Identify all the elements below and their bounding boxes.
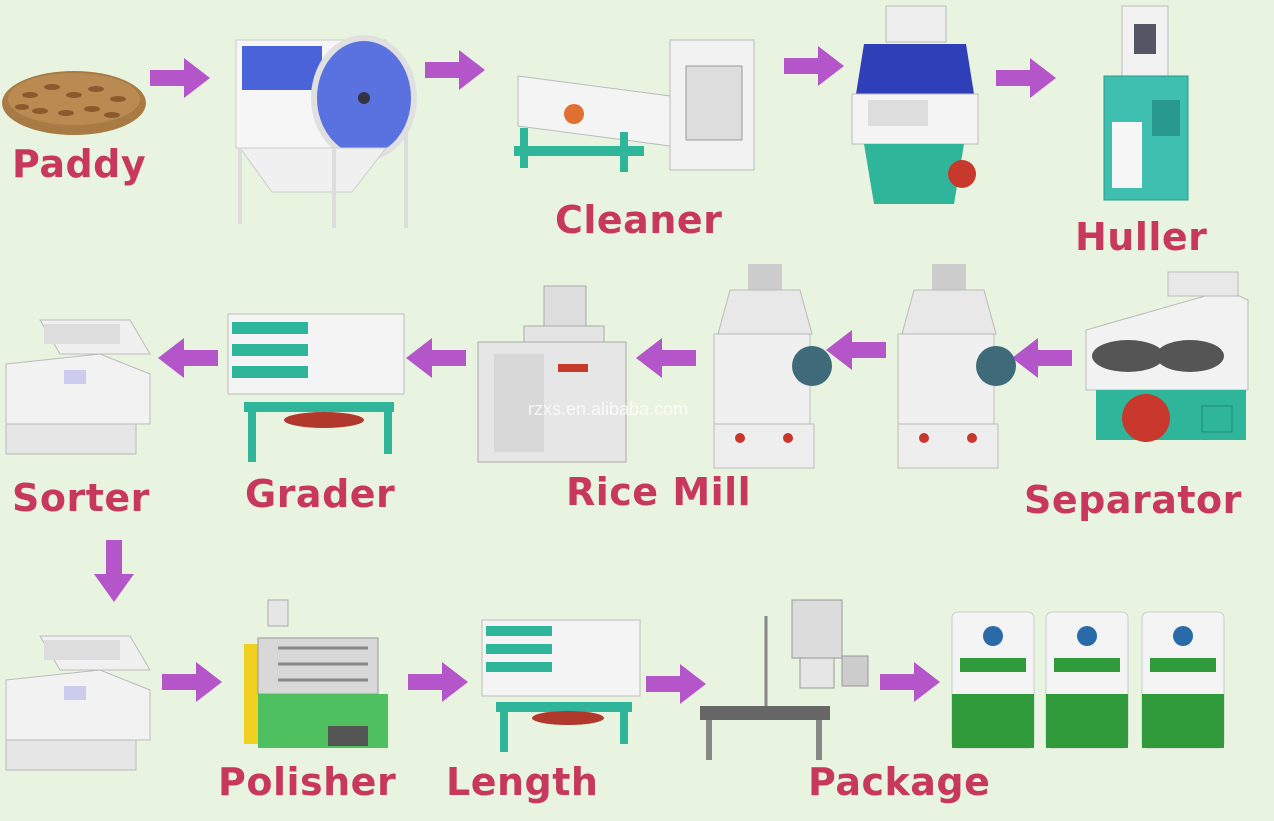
step-label-grader: Grader — [245, 472, 396, 516]
arrow-right-icon — [996, 58, 1056, 98]
arrow-right-icon — [880, 662, 940, 702]
separator-machine-image — [1085, 271, 1249, 442]
step-label-polisher: Polisher — [218, 760, 397, 804]
whitener-machine-image — [713, 264, 832, 469]
step-label-sorter: Sorter — [12, 476, 150, 520]
arrow-right-icon — [784, 46, 844, 86]
watermark-text: rzxs.en.alibaba.com — [528, 399, 689, 419]
step-label-cleaner: Cleaner — [555, 198, 723, 242]
rice-bag-image — [951, 611, 1035, 749]
packing-machine-image — [700, 599, 869, 760]
arrow-right-icon — [408, 662, 468, 702]
step-label-paddy: Paddy — [12, 142, 147, 186]
arrow-left-icon — [636, 338, 696, 378]
color-sorter-machine-image — [5, 319, 151, 455]
huller-machine-image — [1103, 5, 1189, 201]
rice-bag-image — [1045, 611, 1129, 749]
arrow-down-icon — [94, 540, 134, 602]
arrow-left-icon — [826, 330, 886, 370]
step-label-package: Package — [808, 760, 991, 804]
arrow-right-icon — [162, 662, 222, 702]
arrow-right-icon — [646, 664, 706, 704]
destoner-machine-image — [851, 5, 979, 204]
paddy-grain-image — [2, 71, 146, 135]
step-label-huller: Huller — [1075, 215, 1208, 259]
cleaner-machine-image — [514, 39, 755, 172]
step-label-length: Length — [446, 760, 599, 804]
rice-bag-image — [1141, 611, 1225, 749]
arrow-right-icon — [150, 58, 210, 98]
arrow-left-icon — [406, 338, 466, 378]
step-label-rice-mill: Rice Mill — [566, 470, 752, 514]
rice-mill-machine-image — [477, 285, 627, 463]
step-label-separator: Separator — [1024, 478, 1242, 522]
arrow-left-icon — [1012, 338, 1072, 378]
arrow-right-icon — [425, 50, 485, 90]
length-grader-machine-image — [481, 619, 641, 752]
whitener-machine-image — [897, 264, 1016, 469]
paddy-sieve-machine-image — [235, 35, 417, 228]
arrow-left-icon — [158, 338, 218, 378]
grader-machine-image — [227, 313, 405, 462]
color-sorter-machine-image — [5, 635, 151, 771]
polisher-machine-image — [244, 599, 388, 748]
